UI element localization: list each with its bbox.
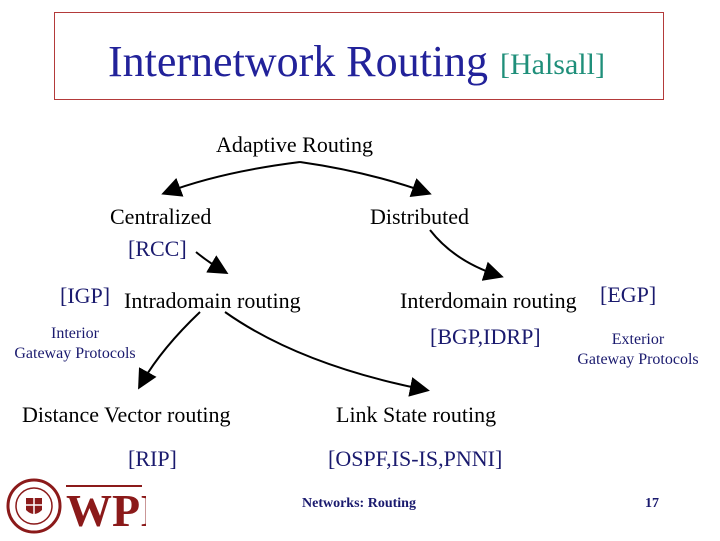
footer-title: Networks: Routing <box>302 496 416 511</box>
wpi-seal-icon: WPI <box>6 478 158 536</box>
note-exterior-line1: Exterior <box>611 331 665 348</box>
note-interior-line2: Gateway Protocols <box>14 345 136 362</box>
node-adaptive-routing: Adaptive Routing <box>216 132 374 157</box>
node-centralized: Centralized <box>110 204 212 229</box>
node-link-state-routing: Link State routing <box>336 402 497 427</box>
node-distributed: Distributed <box>370 204 469 229</box>
protocols-distance-vector: [RIP] <box>128 446 177 471</box>
note-exterior-gateway: Exterior Gateway Protocols <box>568 330 708 370</box>
tag-egp: [EGP] <box>600 282 657 307</box>
slide-title: Internetwork Routing <box>108 37 489 86</box>
arrow-to-interdomain <box>429 229 504 281</box>
arrow-to-centralized <box>161 161 301 197</box>
title-frame <box>54 12 664 100</box>
tag-rcc: [RCC] <box>128 236 187 261</box>
note-exterior-line2: Gateway Protocols <box>577 351 699 368</box>
tag-igp: [IGP] <box>60 283 111 308</box>
arrow-to-intradomain <box>195 251 229 275</box>
title-citation: [Halsall] <box>500 48 605 81</box>
protocols-link-state: [OSPF,IS-IS,PNNI] <box>328 446 503 471</box>
wpi-wordmark: WPI <box>66 485 146 536</box>
protocols-interdomain: [BGP,IDRP] <box>430 324 541 349</box>
node-interdomain-routing: Interdomain routing <box>400 288 577 313</box>
note-interior-gateway: Interior Gateway Protocols <box>6 324 144 364</box>
page-number: 17 <box>645 496 659 511</box>
wpi-logo: WPI <box>6 476 158 541</box>
arrow-to-link-state <box>224 311 430 397</box>
note-interior-line1: Interior <box>51 325 99 342</box>
node-intradomain-routing: Intradomain routing <box>124 288 301 313</box>
arrow-to-distance-vector <box>138 311 201 390</box>
node-distance-vector-routing: Distance Vector routing <box>22 402 231 427</box>
arrow-to-distributed <box>299 161 432 197</box>
